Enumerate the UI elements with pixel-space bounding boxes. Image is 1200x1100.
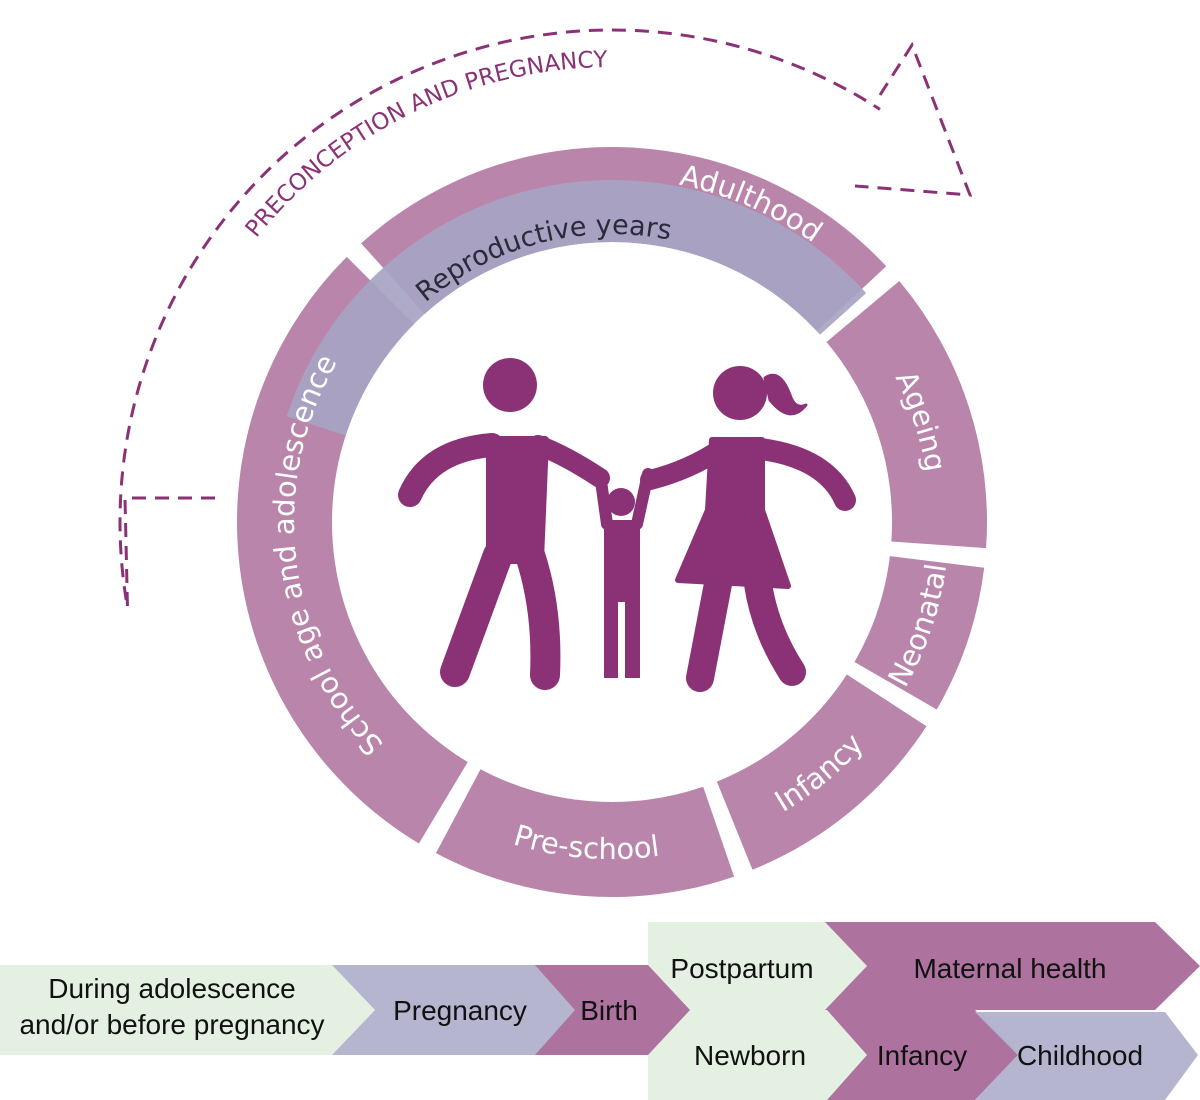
ring-segment-ageing — [826, 280, 988, 549]
label-childhood: Childhood — [1017, 1040, 1143, 1071]
timeline-bar: During adolescence and/or before pregnan… — [0, 922, 1200, 1100]
label-infancy-timeline: Infancy — [877, 1040, 967, 1071]
dashed-arc — [118, 28, 881, 608]
chevron-pregnancy — [332, 965, 578, 1055]
father-figure — [398, 358, 610, 690]
label-before-line2: and/or before pregnancy — [19, 1009, 324, 1040]
label-postpartum: Postpartum — [670, 953, 813, 984]
label-pregnancy: Pregnancy — [393, 995, 527, 1026]
dashed-arrowhead — [854, 41, 973, 197]
ring-segment-neonatal — [854, 556, 985, 710]
family-icon — [398, 358, 856, 692]
ring-segment-infancy — [716, 674, 927, 870]
chevron-before-pregnancy — [0, 965, 375, 1055]
mother-figure — [640, 366, 856, 692]
chevron-birth — [535, 965, 692, 1055]
preconception-arrow — [118, 28, 973, 608]
chevron-infancy — [827, 1010, 1018, 1100]
label-birth: Birth — [580, 995, 638, 1026]
ring-segment-pre-school — [435, 769, 735, 897]
reproductive-years-band — [286, 180, 867, 436]
label-newborn: Newborn — [694, 1040, 806, 1071]
label-maternal-health: Maternal health — [913, 953, 1106, 984]
life-stage-ring — [237, 146, 988, 897]
child-figure — [594, 468, 654, 678]
chevron-maternal-health — [825, 922, 1200, 1010]
label-before-line1: During adolescence — [48, 973, 296, 1004]
chevron-childhood — [975, 1012, 1198, 1100]
chevron-postpartum-newborn — [648, 922, 867, 1100]
